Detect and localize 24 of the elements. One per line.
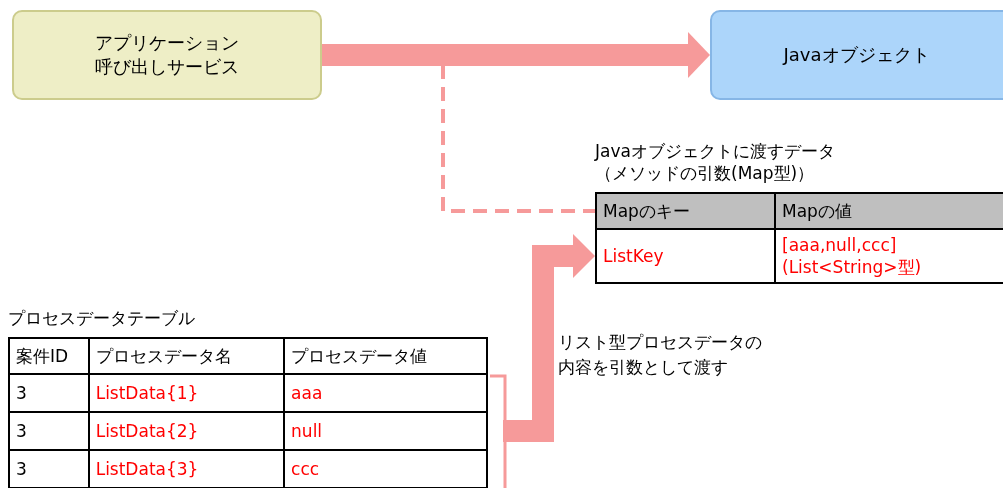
header-cell: プロセスデータ名 [88,338,285,374]
box-label: アプリケーション呼び出しサービス [94,31,240,79]
header-cell: Mapのキー [596,193,775,229]
arrow [503,234,595,442]
table-cell: ListKey [596,229,775,283]
service-box [710,10,1003,100]
box-label: Javaオブジェクト [783,43,930,67]
arrow [322,32,710,78]
table-caption: Javaオブジェクトに渡すデータ（メソッドの引数(Map型)） [595,140,836,185]
header-cell: 案件ID [9,338,89,374]
table-cell: 3 [9,450,89,488]
table-cell: ListData{1} [88,374,285,412]
table-cell: ListData{2} [88,412,285,450]
service-box [12,10,322,100]
table-cell: ccc [284,450,487,488]
header-cell: Mapの値 [775,193,1003,229]
table-cell: 3 [9,412,89,450]
table-cell: 3 [9,374,89,412]
dashed-line [441,65,595,213]
table-cell: ListData{3} [88,450,285,488]
table-caption: プロセスデータテーブル [8,307,196,330]
table-cell: null [284,412,487,450]
table-cell: aaa [284,374,487,412]
header-cell: プロセスデータ値 [284,338,487,374]
